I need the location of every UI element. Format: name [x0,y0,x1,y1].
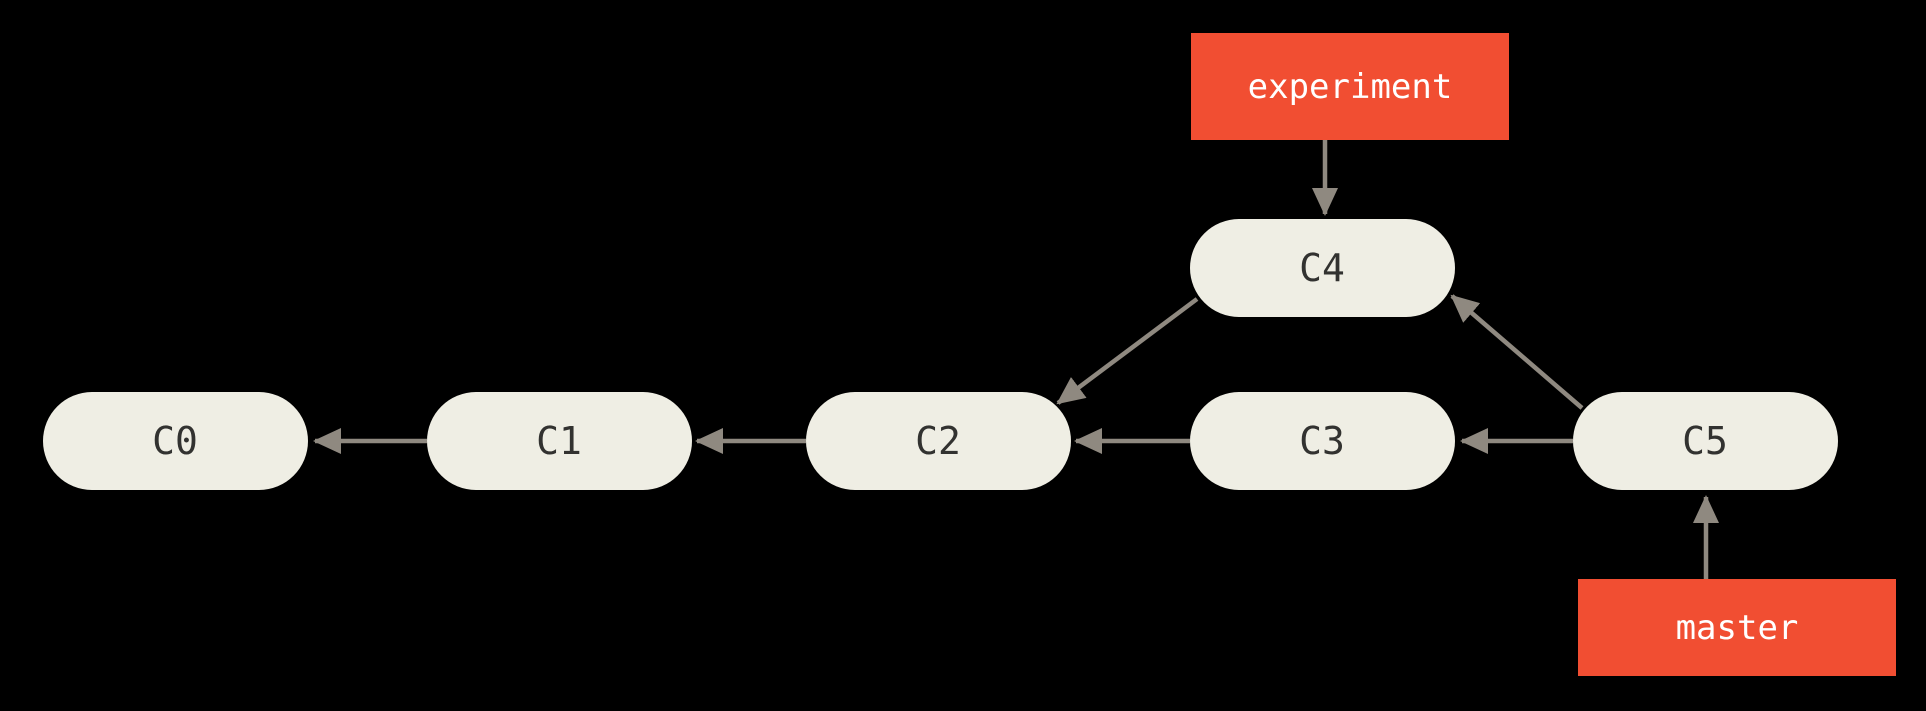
commit-label-c3: C3 [1299,419,1345,463]
commit-node-c5: C5 [1573,392,1838,490]
edge-c5-c4 [1450,294,1584,410]
commit-label-c1: C1 [536,419,582,463]
commit-pill-c1 [427,392,692,490]
commit-pill-c4 [1190,219,1455,317]
commit-node-c2: C2 [806,392,1071,490]
commit-label-c5: C5 [1682,419,1728,463]
commit-label-c2: C2 [915,419,961,463]
commit-node-c4: C4 [1190,219,1455,317]
branch-box-master [1578,579,1896,676]
edge-layer [313,140,1719,579]
commit-pill-c3 [1190,392,1455,490]
branch-label-master: master [1578,579,1896,676]
branch-name-master: master [1676,608,1799,648]
commit-node-c1: C1 [427,392,692,490]
commit-pill-c5 [1573,392,1838,490]
branch-label-experiment: experiment [1191,33,1509,140]
commit-pill-c0 [43,392,308,490]
commit-pill-c2 [806,392,1071,490]
branch-box-experiment [1191,33,1509,140]
commit-label-c0: C0 [152,419,198,463]
edge-c4-c2 [1056,297,1199,405]
branch-name-experiment: experiment [1248,67,1453,107]
commit-node-c3: C3 [1190,392,1455,490]
commit-label-c4: C4 [1299,246,1345,290]
commit-node-c0: C0 [43,392,308,490]
